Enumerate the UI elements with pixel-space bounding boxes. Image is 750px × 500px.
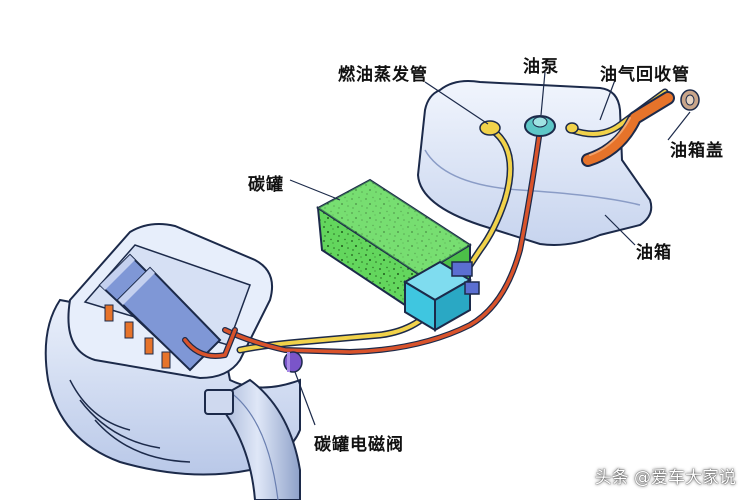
fuel-rail <box>98 253 222 372</box>
fuel-pump-head <box>524 115 556 137</box>
leader-lines <box>289 71 691 426</box>
vapor-return-port <box>565 122 579 134</box>
label-fuel-cap: 油箱盖 <box>670 141 724 161</box>
pipes <box>182 88 675 359</box>
fuel-cap <box>680 89 700 111</box>
watermark: 头条 @爱车大家说 <box>594 468 736 488</box>
label-vapor-return-pipe: 油气回收管 <box>600 65 690 85</box>
label-fuel-tank: 油箱 <box>636 243 672 263</box>
vapor-pipe-port <box>479 120 501 136</box>
label-carbon-canister: 碳罐 <box>248 175 284 195</box>
label-canister-solenoid: 碳罐电磁阀 <box>314 435 404 455</box>
intake-hose <box>204 378 301 500</box>
label-vapor-pipe: 燃油蒸发管 <box>338 65 428 85</box>
solenoid-valve <box>283 351 303 373</box>
label-fuel-pump: 油泵 <box>523 57 559 77</box>
canister-valve-block <box>403 260 480 332</box>
